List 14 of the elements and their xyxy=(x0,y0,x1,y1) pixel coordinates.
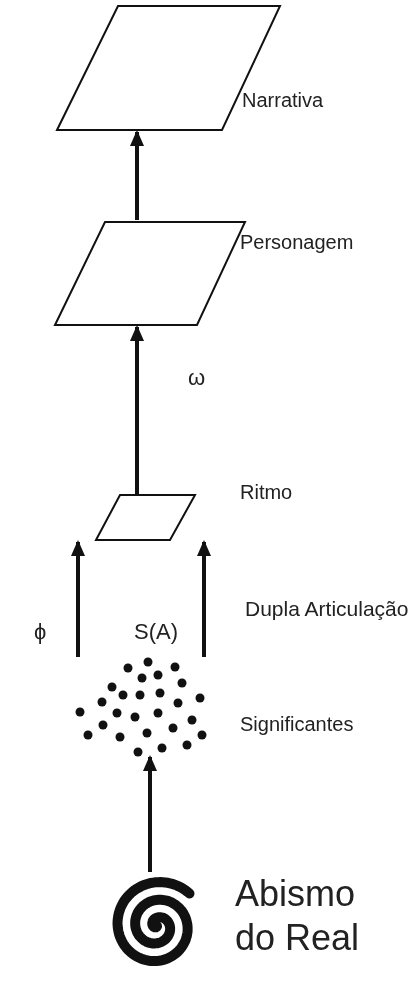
node-label: Abismo do Real xyxy=(235,872,361,960)
node-label: Narrativa xyxy=(242,88,324,112)
arrow xyxy=(71,540,85,657)
edge-label: ω xyxy=(188,366,206,390)
edge-label: S(A) xyxy=(134,620,178,644)
edge-label: ϕ xyxy=(34,620,47,644)
node-label: Significantes xyxy=(240,712,354,736)
arrow xyxy=(130,130,144,220)
arrow xyxy=(143,755,157,872)
arrow xyxy=(130,325,144,494)
node-label: Ritmo xyxy=(240,480,293,504)
annotation-text: Dupla Articulação xyxy=(245,597,410,620)
node-label: Personagem xyxy=(240,230,354,254)
arrow xyxy=(197,540,211,657)
